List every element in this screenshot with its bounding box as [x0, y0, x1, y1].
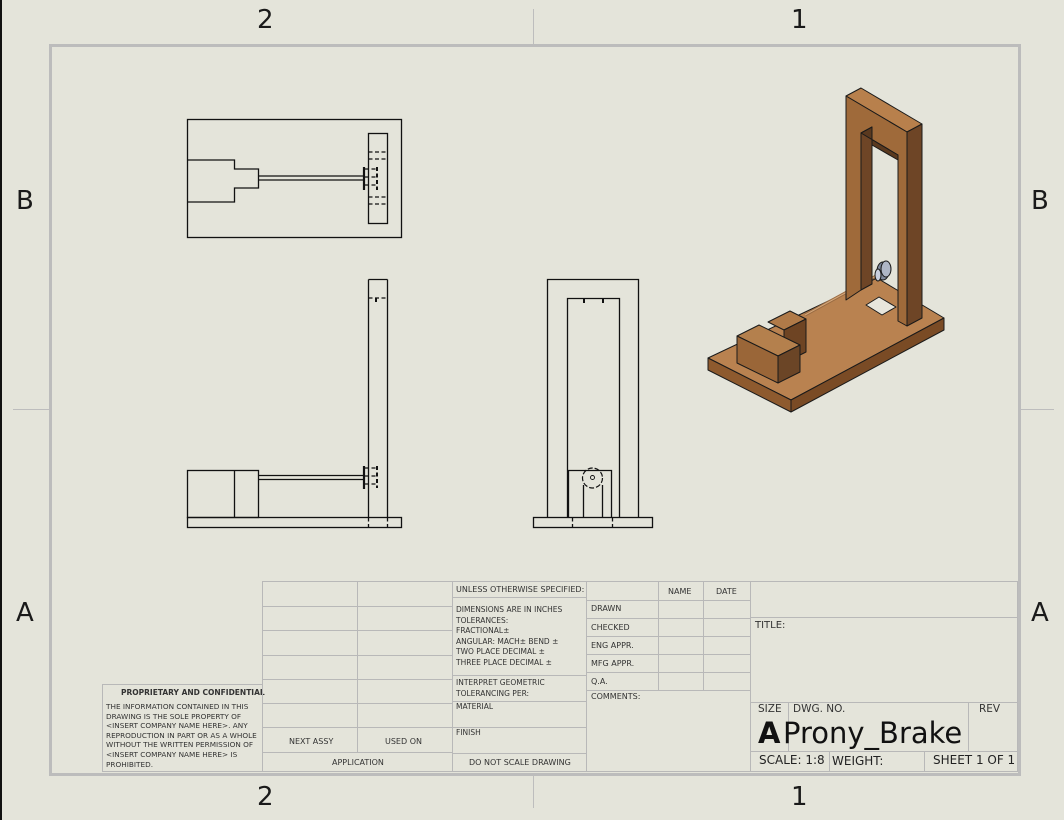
proprietary-line: WITHOUT THE WRITTEN PERMISSION OF — [106, 740, 254, 750]
proprietary-line: DRAWING IS THE SOLE PROPERTY OF — [106, 711, 242, 721]
zone-label-right-b: B — [1031, 186, 1049, 216]
zone-label-top-1: 1 — [791, 5, 808, 35]
zone-label-left-a: A — [16, 598, 34, 628]
zone-label-bottom-2: 2 — [257, 782, 274, 812]
proprietary-line: REPRODUCTION IN PART OR AS A WHOLE — [106, 730, 257, 740]
sheet-value: SHEET 1 OF 1 — [933, 753, 1016, 767]
rev-label: REV — [979, 703, 1001, 715]
row-line — [586, 672, 751, 673]
interpret-geometric: INTERPRET GEOMETRIC TOLERANCING PER: — [456, 678, 545, 699]
scale-value: SCALE: 1:8 — [759, 753, 825, 767]
do-not-scale-label: DO NOT SCALE DRAWING — [469, 758, 571, 767]
row-line — [262, 606, 453, 607]
proprietary-line: <INSERT COMPANY NAME HERE>. ANY — [106, 721, 248, 731]
interpret-line: TOLERANCING PER: — [456, 688, 530, 698]
zone-tick-left — [13, 409, 49, 410]
row-line — [586, 654, 751, 655]
row-line — [262, 727, 453, 728]
col-line — [658, 581, 659, 690]
fractional-tolerance: FRACTIONAL± — [456, 626, 510, 635]
proprietary-heading: PROPRIETARY AND CONFIDENTIAL — [121, 688, 265, 697]
zone-tick-top — [533, 9, 534, 44]
finish-label: FINISH — [456, 728, 481, 737]
row-line — [262, 679, 453, 680]
row-line — [750, 751, 1018, 752]
size-label: SIZE — [758, 703, 782, 715]
col-line — [924, 751, 925, 772]
row-line — [586, 618, 751, 619]
zone-label-bottom-1: 1 — [791, 782, 808, 812]
col-line — [968, 702, 969, 751]
row-line — [750, 702, 1018, 703]
date-header: DATE — [716, 587, 737, 596]
proprietary-line: THE INFORMATION CONTAINED IN THIS — [106, 702, 249, 711]
row-line — [586, 690, 751, 691]
window-left-edge — [0, 0, 2, 820]
front-view[interactable] — [186, 278, 403, 529]
interpret-line: INTERPRET GEOMETRIC — [456, 678, 545, 687]
isometric-view[interactable] — [707, 87, 945, 413]
tolerance-notes: DIMENSIONS ARE IN INCHES TOLERANCES: FRA… — [456, 605, 562, 668]
used-on-label: USED ON — [385, 737, 422, 746]
angular-tolerance: ANGULAR: MACH± BEND ± — [456, 636, 559, 646]
drawing-border — [49, 44, 1021, 776]
size-value: A — [758, 716, 781, 750]
application-label: APPLICATION — [332, 758, 384, 767]
row-line — [586, 600, 751, 601]
proprietary-line: <INSERT COMPANY NAME HERE> IS — [106, 749, 238, 759]
drawn-label: DRAWN — [591, 604, 622, 613]
row-line — [452, 727, 587, 728]
unless-specified-heading: UNLESS OTHERWISE SPECIFIED: — [456, 585, 585, 594]
row-line — [262, 630, 453, 631]
proprietary-text: THE INFORMATION CONTAINED IN THIS DRAWIN… — [106, 702, 257, 769]
comments-label: COMMENTS: — [591, 692, 641, 701]
row-line — [452, 753, 587, 754]
row-line — [452, 701, 587, 702]
title-area — [750, 581, 1018, 772]
two-place-tolerance: TWO PLACE DECIMAL ± — [456, 647, 545, 656]
checked-label: CHECKED — [591, 623, 630, 632]
proprietary-line: PROHIBITED. — [106, 759, 154, 769]
row-line — [452, 675, 587, 676]
material-label: MATERIAL — [456, 702, 494, 711]
qa-label: Q.A. — [591, 677, 608, 686]
zone-tick-right — [1018, 409, 1054, 410]
row-line — [262, 655, 453, 656]
zone-label-left-b: B — [16, 186, 34, 216]
row-line — [262, 752, 453, 753]
dwg-no-label: DWG. NO. — [793, 703, 846, 715]
three-place-tolerance: THREE PLACE DECIMAL ± — [456, 657, 552, 667]
weight-label: WEIGHT: — [832, 754, 884, 768]
mfg-appr-label: MFG APPR. — [591, 659, 635, 668]
row-line — [262, 703, 453, 704]
zone-label-top-2: 2 — [257, 5, 274, 35]
col-line — [829, 751, 830, 772]
application-divider — [357, 581, 358, 752]
col-line — [703, 581, 704, 690]
tolerances-label: TOLERANCES: — [456, 615, 509, 625]
name-header: NAME — [668, 587, 692, 596]
next-assy-label: NEXT ASSY — [289, 737, 334, 746]
eng-appr-label: ENG APPR. — [591, 641, 634, 650]
title-label: TITLE: — [755, 620, 786, 631]
row-line — [586, 636, 751, 637]
col-line — [788, 702, 789, 751]
side-view[interactable] — [532, 278, 654, 529]
top-view[interactable] — [186, 118, 403, 239]
zone-tick-bottom — [533, 773, 534, 808]
dwg-no-value: Prony_Brake — [783, 716, 963, 750]
row-line — [750, 617, 1018, 618]
row-line — [452, 597, 587, 598]
zone-label-right-a: A — [1031, 598, 1049, 628]
dimensions-units: DIMENSIONS ARE IN INCHES — [456, 605, 563, 614]
